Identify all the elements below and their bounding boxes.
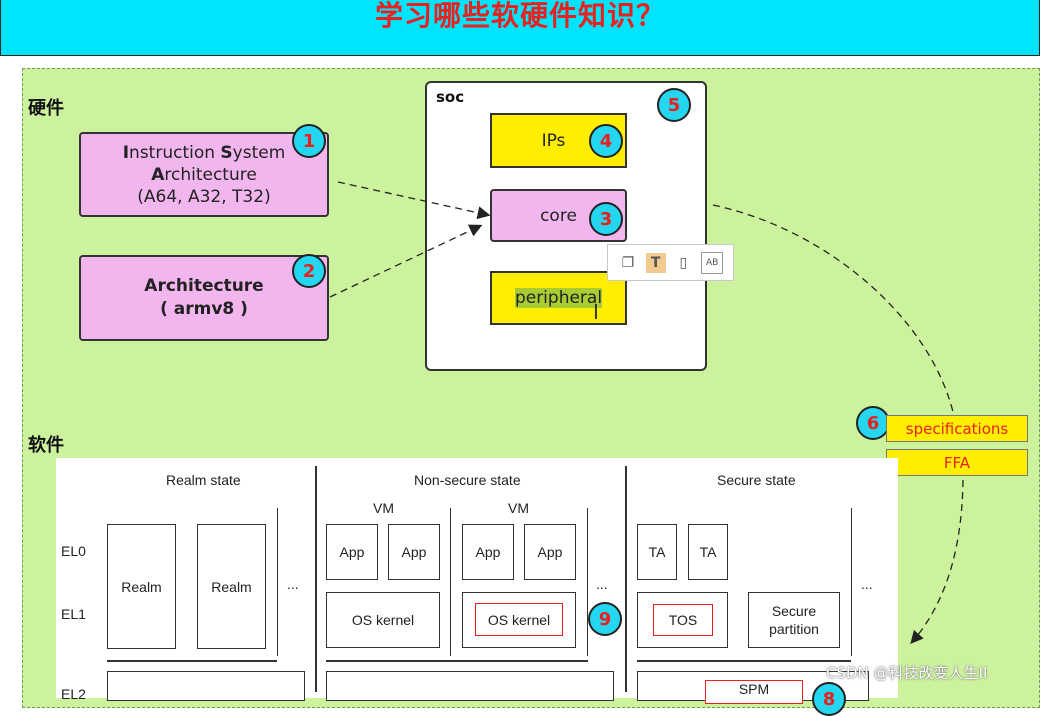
- vm-divider-line: [450, 508, 451, 656]
- ns-os-kernel-1: OS kernel: [326, 592, 440, 648]
- realm-box-2: Realm: [197, 524, 266, 649]
- ns-app-2: App: [388, 524, 440, 580]
- secure-partition: Secure partition: [748, 592, 840, 648]
- ns-app-4: App: [524, 524, 576, 580]
- header-bar: [0, 0, 1040, 56]
- badge-3: 3: [589, 202, 623, 236]
- realm-box-1: Realm: [107, 524, 176, 649]
- separator-realm-ns: [315, 466, 317, 692]
- secure-edge-line: [851, 508, 852, 656]
- soc-label: soc: [436, 88, 465, 106]
- isa-line1: Instruction System: [122, 142, 286, 163]
- page-title: 学习哪些软硬件知识？: [374, 0, 665, 32]
- ns-ellipsis: ...: [596, 576, 608, 592]
- non-secure-state-label: Non-secure state: [414, 472, 521, 488]
- arrow-arch-to-core: [329, 224, 483, 298]
- arch-line1: Architecture: [144, 276, 264, 296]
- spm-box: SPM: [705, 680, 803, 704]
- peripheral-box: peripheral: [490, 271, 627, 325]
- el2-line-secure: [637, 660, 851, 662]
- ocr-icon[interactable]: AB: [701, 251, 724, 274]
- secure-ta-1: TA: [637, 524, 677, 580]
- copy-icon[interactable]: ❐: [621, 254, 635, 271]
- arrow-soc-to-specs: [712, 204, 954, 413]
- software-section-label: 软件: [28, 435, 64, 456]
- realm-ellipsis: ...: [287, 576, 299, 592]
- ns-app-1: App: [326, 524, 378, 580]
- ips-label: IPs: [541, 130, 566, 151]
- rmm-box: [107, 671, 305, 701]
- el0-label: EL0: [61, 543, 86, 559]
- watermark: CSDN @科技改变人生II: [826, 664, 988, 682]
- el2-line-realm: [107, 660, 277, 662]
- badge-5: 5: [657, 88, 691, 122]
- text-cursor-icon: Ι: [593, 300, 599, 324]
- arch-box: Architecture ( armv8 ): [79, 255, 329, 341]
- connector-arrows: [329, 181, 964, 644]
- isa-box: Instruction System Architecture (A64, A3…: [79, 132, 329, 217]
- floating-toolbar: ❐ T ▯ AB: [607, 244, 734, 281]
- el2-line-ns: [326, 660, 588, 662]
- hardware-section-label: 硬件: [28, 98, 64, 119]
- separator-ns-secure: [625, 466, 627, 692]
- vm-label-1: VM: [373, 500, 394, 516]
- core-label: core: [540, 205, 577, 226]
- secure-ellipsis: ...: [861, 576, 873, 592]
- vm-label-2: VM: [508, 500, 529, 516]
- secure-ta-2: TA: [688, 524, 728, 580]
- el1-label: EL1: [61, 606, 86, 622]
- hypervisor-box: [326, 671, 614, 701]
- arrow-ffa-to-sw: [910, 479, 964, 644]
- badge-6: 6: [856, 406, 890, 440]
- ns-edge-line: [587, 508, 588, 656]
- text-icon[interactable]: T: [645, 252, 666, 273]
- isa-line2: Architecture: [151, 164, 257, 185]
- badge-2: 2: [292, 254, 326, 288]
- el2-label: EL2: [61, 686, 86, 702]
- badge-8: 8: [812, 682, 846, 716]
- page-icon[interactable]: ▯: [679, 254, 688, 271]
- arch-line2: ( armv8 ): [160, 299, 248, 319]
- specifications-tag: specifications: [886, 415, 1028, 442]
- secure-tos: TOS: [653, 604, 713, 636]
- realm-edge-line: [277, 508, 278, 656]
- isa-line3: (A64, A32, T32): [137, 186, 271, 207]
- badge-1: 1: [292, 124, 326, 158]
- badge-9: 9: [588, 602, 622, 636]
- realm-state-label: Realm state: [166, 472, 241, 488]
- ns-os-kernel-2: OS kernel: [475, 603, 563, 636]
- peripheral-label[interactable]: peripheral: [514, 288, 603, 308]
- secure-state-label: Secure state: [717, 472, 796, 488]
- ffa-tag: FFA: [886, 449, 1028, 476]
- ns-app-3: App: [462, 524, 514, 580]
- badge-4: 4: [589, 124, 623, 158]
- arrow-isa-to-core: [337, 181, 491, 220]
